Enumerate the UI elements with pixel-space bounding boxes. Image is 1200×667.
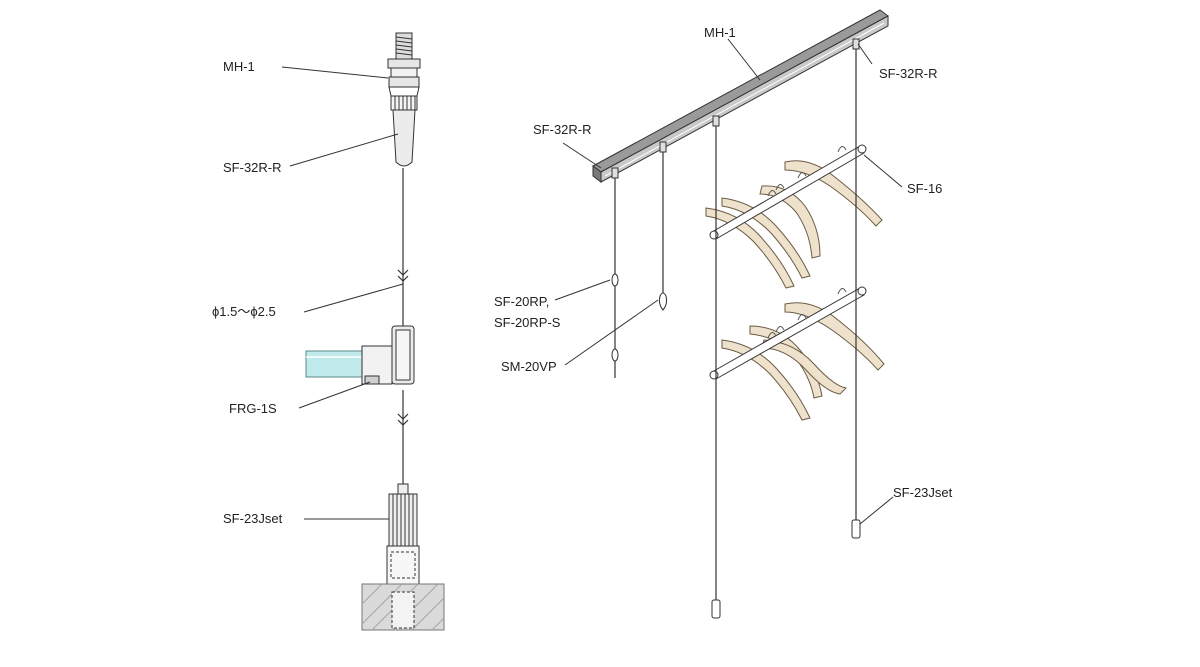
sf23-ends [711,519,861,619]
label-sf16: SF-16 [907,181,942,196]
sf16-bar-lower [709,286,867,380]
threaded-bolt [395,32,413,60]
floor-section [361,583,445,631]
label-sf20rp: SF-20RP, [494,294,549,309]
label-wire-diameter: ϕ1.5〜ϕ2.5 [212,304,276,319]
label-sm20vp: SM-20VP [501,359,557,374]
hangers-lower [721,302,885,421]
label-sf32-left: SF-32R-R [223,160,282,175]
label-sf20rp-s: SF-20RP-S [494,315,561,330]
sf23-fixing [386,483,420,585]
mh1-mount [387,58,421,111]
glass-shelf [305,350,365,378]
mh1-rail [592,9,889,183]
sf32-gripper [392,109,416,167]
frg1s-clamp [361,325,415,385]
label-sf32-right: SF-32R-R [879,66,938,81]
left-wire [397,168,409,486]
sf20rp-adjusters [611,273,619,362]
label-sf23-right: SF-23Jset [893,485,953,500]
label-sf23-left: SF-23Jset [223,511,283,526]
sm20vp-hook [658,292,668,311]
left-detail: MH-1 SF-32R-R ϕ1.5〜ϕ2.5 FRG-1S SF-23Jset [212,32,445,631]
label-mh1-left: MH-1 [223,59,255,74]
label-frg1s: FRG-1S [229,401,277,416]
rail-grippers [611,38,860,179]
label-sf32-left-rail: SF-32R-R [533,122,592,137]
right-view: MH-1 SF-32R-R SF-32R-R SF-16 SF-20RP, SF… [494,9,953,619]
sf16-bar-upper [709,144,867,240]
label-mh1-right: MH-1 [704,25,736,40]
